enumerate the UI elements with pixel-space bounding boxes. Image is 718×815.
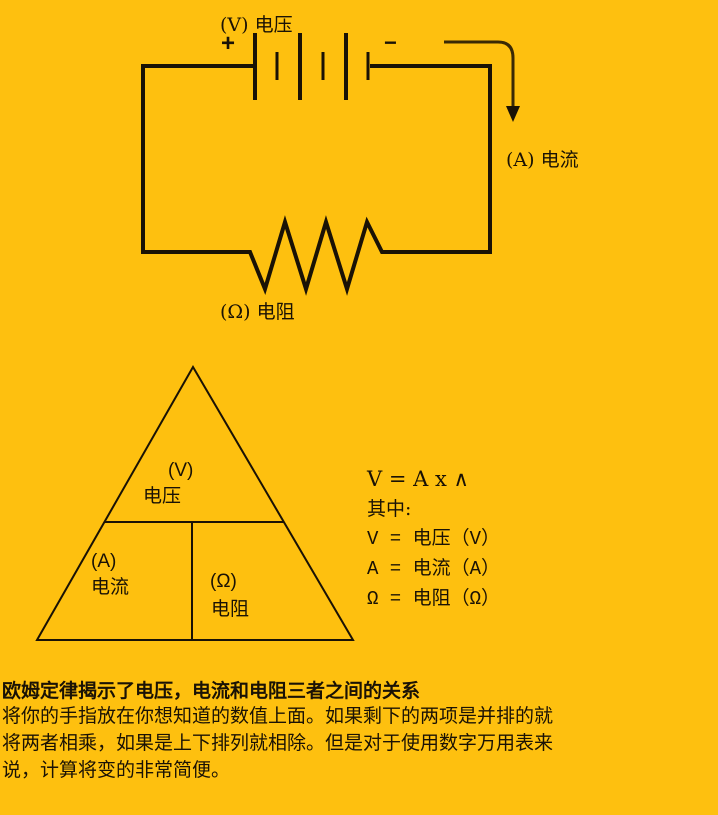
minus-sign: − [384,30,397,55]
triangle-voltage-name: 电压 [143,486,182,507]
current-arrow-icon [444,40,520,122]
formula-def-current: A = 电流（A） [367,558,501,580]
formula-def-resistance: Ω = 电阻（Ω） [367,588,501,610]
explanation-line: 将你的手指放在你想知道的数值上面。如果剩下的两项是并排的就 [2,705,554,727]
ohms-law-triangle [35,365,355,641]
triangle-resistance-symbol: (Ω) [210,571,237,592]
explanation-line: 说，计算将变的非常简便。 [2,759,231,781]
plus-sign: + [221,30,236,57]
formula-def-voltage: V = 电压（V） [367,528,501,550]
triangle-resistance-name: 电阻 [211,599,250,620]
formula-block: V = A x ∧ 其中: V = 电压（V） A = 电流（A） Ω = 电阻… [367,464,500,614]
formula-where: 其中: [367,498,412,520]
circuit-wire [141,64,492,296]
current-label: (A) 电流 [506,149,579,171]
triangle-voltage-symbol: (V) [168,460,194,481]
triangle-current-name: 电流 [91,577,130,598]
formula-equation: V = A x ∧ [367,467,469,491]
resistance-label: (Ω) 电阻 [220,301,295,323]
explanation-line: 将两者相乘，如果是上下排列就相除。但是对于使用数字万用表来 [2,732,554,754]
voltage-label: (V) 电压 [220,14,293,36]
battery-icon [253,33,370,100]
triangle-current-symbol: (A) [91,551,117,572]
ohms-law-heading: 欧姆定律揭示了电压，电流和电阻三者之间的关系 [2,681,421,702]
explanation-paragraph: 将你的手指放在你想知道的数值上面。如果剩下的两项是并排的就 将两者相乘，如果是上… [2,703,553,784]
